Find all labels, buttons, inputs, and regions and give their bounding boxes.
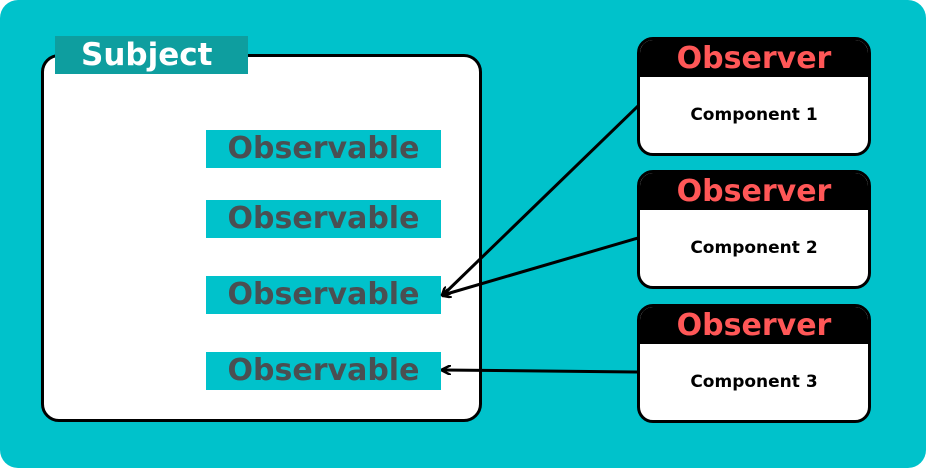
observer-title-2: Observer [640,173,868,210]
component-label-2: Component 2 [690,238,818,258]
observable-1: Observable [206,130,441,168]
arrow-observer1-to-observable3 [443,104,640,295]
component-label-1: Component 1 [690,105,818,125]
arrow-observer2-to-observable3 [443,236,639,295]
arrow-observer3-to-observable4 [443,370,639,372]
observable-3: Observable [206,276,441,314]
observer-card-3: Observer Component 3 [637,304,871,423]
observer-title-1: Observer [640,40,868,77]
observer-card-1: Observer Component 1 [637,37,871,156]
observable-4: Observable [206,352,441,390]
component-label-3: Component 3 [690,372,818,392]
observable-2: Observable [206,200,441,238]
observer-card-2: Observer Component 2 [637,170,871,289]
observer-title-3: Observer [640,307,868,344]
subject-label: Subject [55,36,248,74]
